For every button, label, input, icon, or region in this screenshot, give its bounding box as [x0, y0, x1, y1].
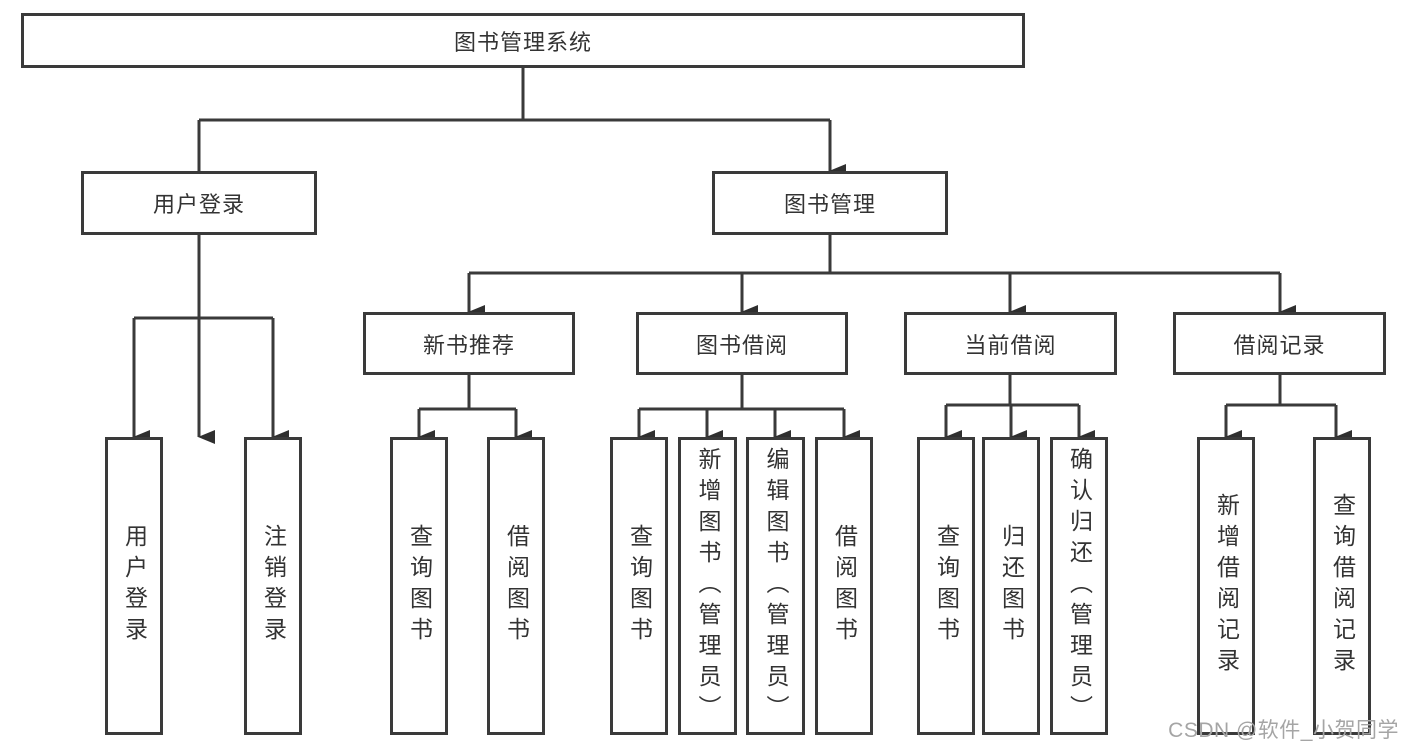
leaf-query-borrow-record: 查询借阅记录 [1313, 437, 1371, 735]
node-label: 图书管理 [783, 192, 876, 217]
leaf-add-borrow-record: 新增借阅记录 [1197, 437, 1255, 735]
leaf-confirm-return-admin: 确认归还（管理员） [1050, 437, 1108, 735]
node-label: 新增借阅记录 [1213, 493, 1240, 679]
node-label: 当前借阅 [964, 332, 1057, 358]
node-label: 归还图书 [998, 524, 1025, 648]
node-library-management-system: 图书管理系统 [21, 13, 1025, 68]
leaf-query-books-borrow: 查询图书 [610, 437, 668, 735]
leaf-user-login: 用户登录 [105, 437, 163, 735]
leaf-query-books-current: 查询图书 [917, 437, 975, 735]
leaf-borrow-books: 借阅图书 [815, 437, 873, 735]
node-label: 借阅记录 [1233, 332, 1326, 358]
node-book-borrow: 图书借阅 [636, 312, 848, 375]
leaf-return-books: 归还图书 [982, 437, 1040, 735]
leaf-edit-books-admin: 编辑图书（管理员） [746, 437, 805, 735]
node-label: 图书管理系统 [453, 29, 592, 55]
node-label: 查询图书 [406, 524, 433, 648]
node-label: 图书借阅 [695, 332, 788, 358]
node-label: 查询图书 [933, 524, 960, 648]
node-user-login: 用户登录 [81, 171, 317, 235]
node-label: 确认归还（管理员） [1066, 446, 1093, 726]
node-label: 编辑图书（管理员） [763, 446, 789, 726]
node-label: 注销登录 [260, 524, 287, 648]
node-book-management: 图书管理 [712, 171, 948, 235]
node-new-book-recommend: 新书推荐 [363, 312, 575, 375]
node-borrow-records: 借阅记录 [1173, 312, 1386, 375]
leaf-query-books-recommend: 查询图书 [390, 437, 448, 735]
leaf-logout-login: 注销登录 [244, 437, 302, 735]
node-label: 查询借阅记录 [1329, 493, 1356, 679]
node-label: 新书推荐 [422, 332, 515, 358]
node-label: 新增图书（管理员） [695, 446, 721, 726]
node-current-borrow: 当前借阅 [904, 312, 1117, 375]
node-label: 用户登录 [121, 524, 148, 648]
leaf-borrow-books-recommend: 借阅图书 [487, 437, 545, 735]
node-label: 借阅图书 [831, 524, 858, 648]
node-label: 借阅图书 [503, 524, 530, 648]
csdn-watermark: CSDN @软件_小贺同学 [1168, 719, 1399, 742]
node-label: 用户登录 [152, 192, 245, 217]
leaf-add-books-admin: 新增图书（管理员） [678, 437, 737, 735]
node-label: 查询图书 [626, 524, 653, 648]
